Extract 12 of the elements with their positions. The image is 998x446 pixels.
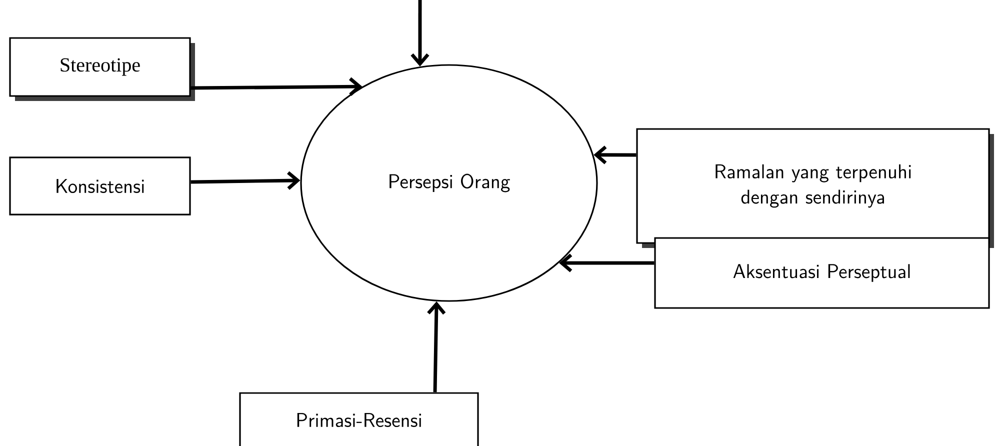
- text-box: Primasi-Resensi: [239, 392, 479, 446]
- arrow: [594, 146, 636, 164]
- text-box: Stereotipe: [9, 37, 195, 101]
- text-box: Aksentuasi Perseptual: [654, 237, 990, 309]
- arrow: [410, 0, 430, 66]
- arrow: [427, 301, 446, 392]
- arrow: [559, 254, 654, 272]
- arrow: [190, 171, 300, 190]
- text-box: Ramalan yang terpenuhi dengan sendirinya: [636, 128, 994, 248]
- text-box: Konsistensi: [9, 156, 191, 216]
- arrow: [190, 77, 362, 96]
- ellipse-node: Persepsi Orang: [300, 64, 598, 302]
